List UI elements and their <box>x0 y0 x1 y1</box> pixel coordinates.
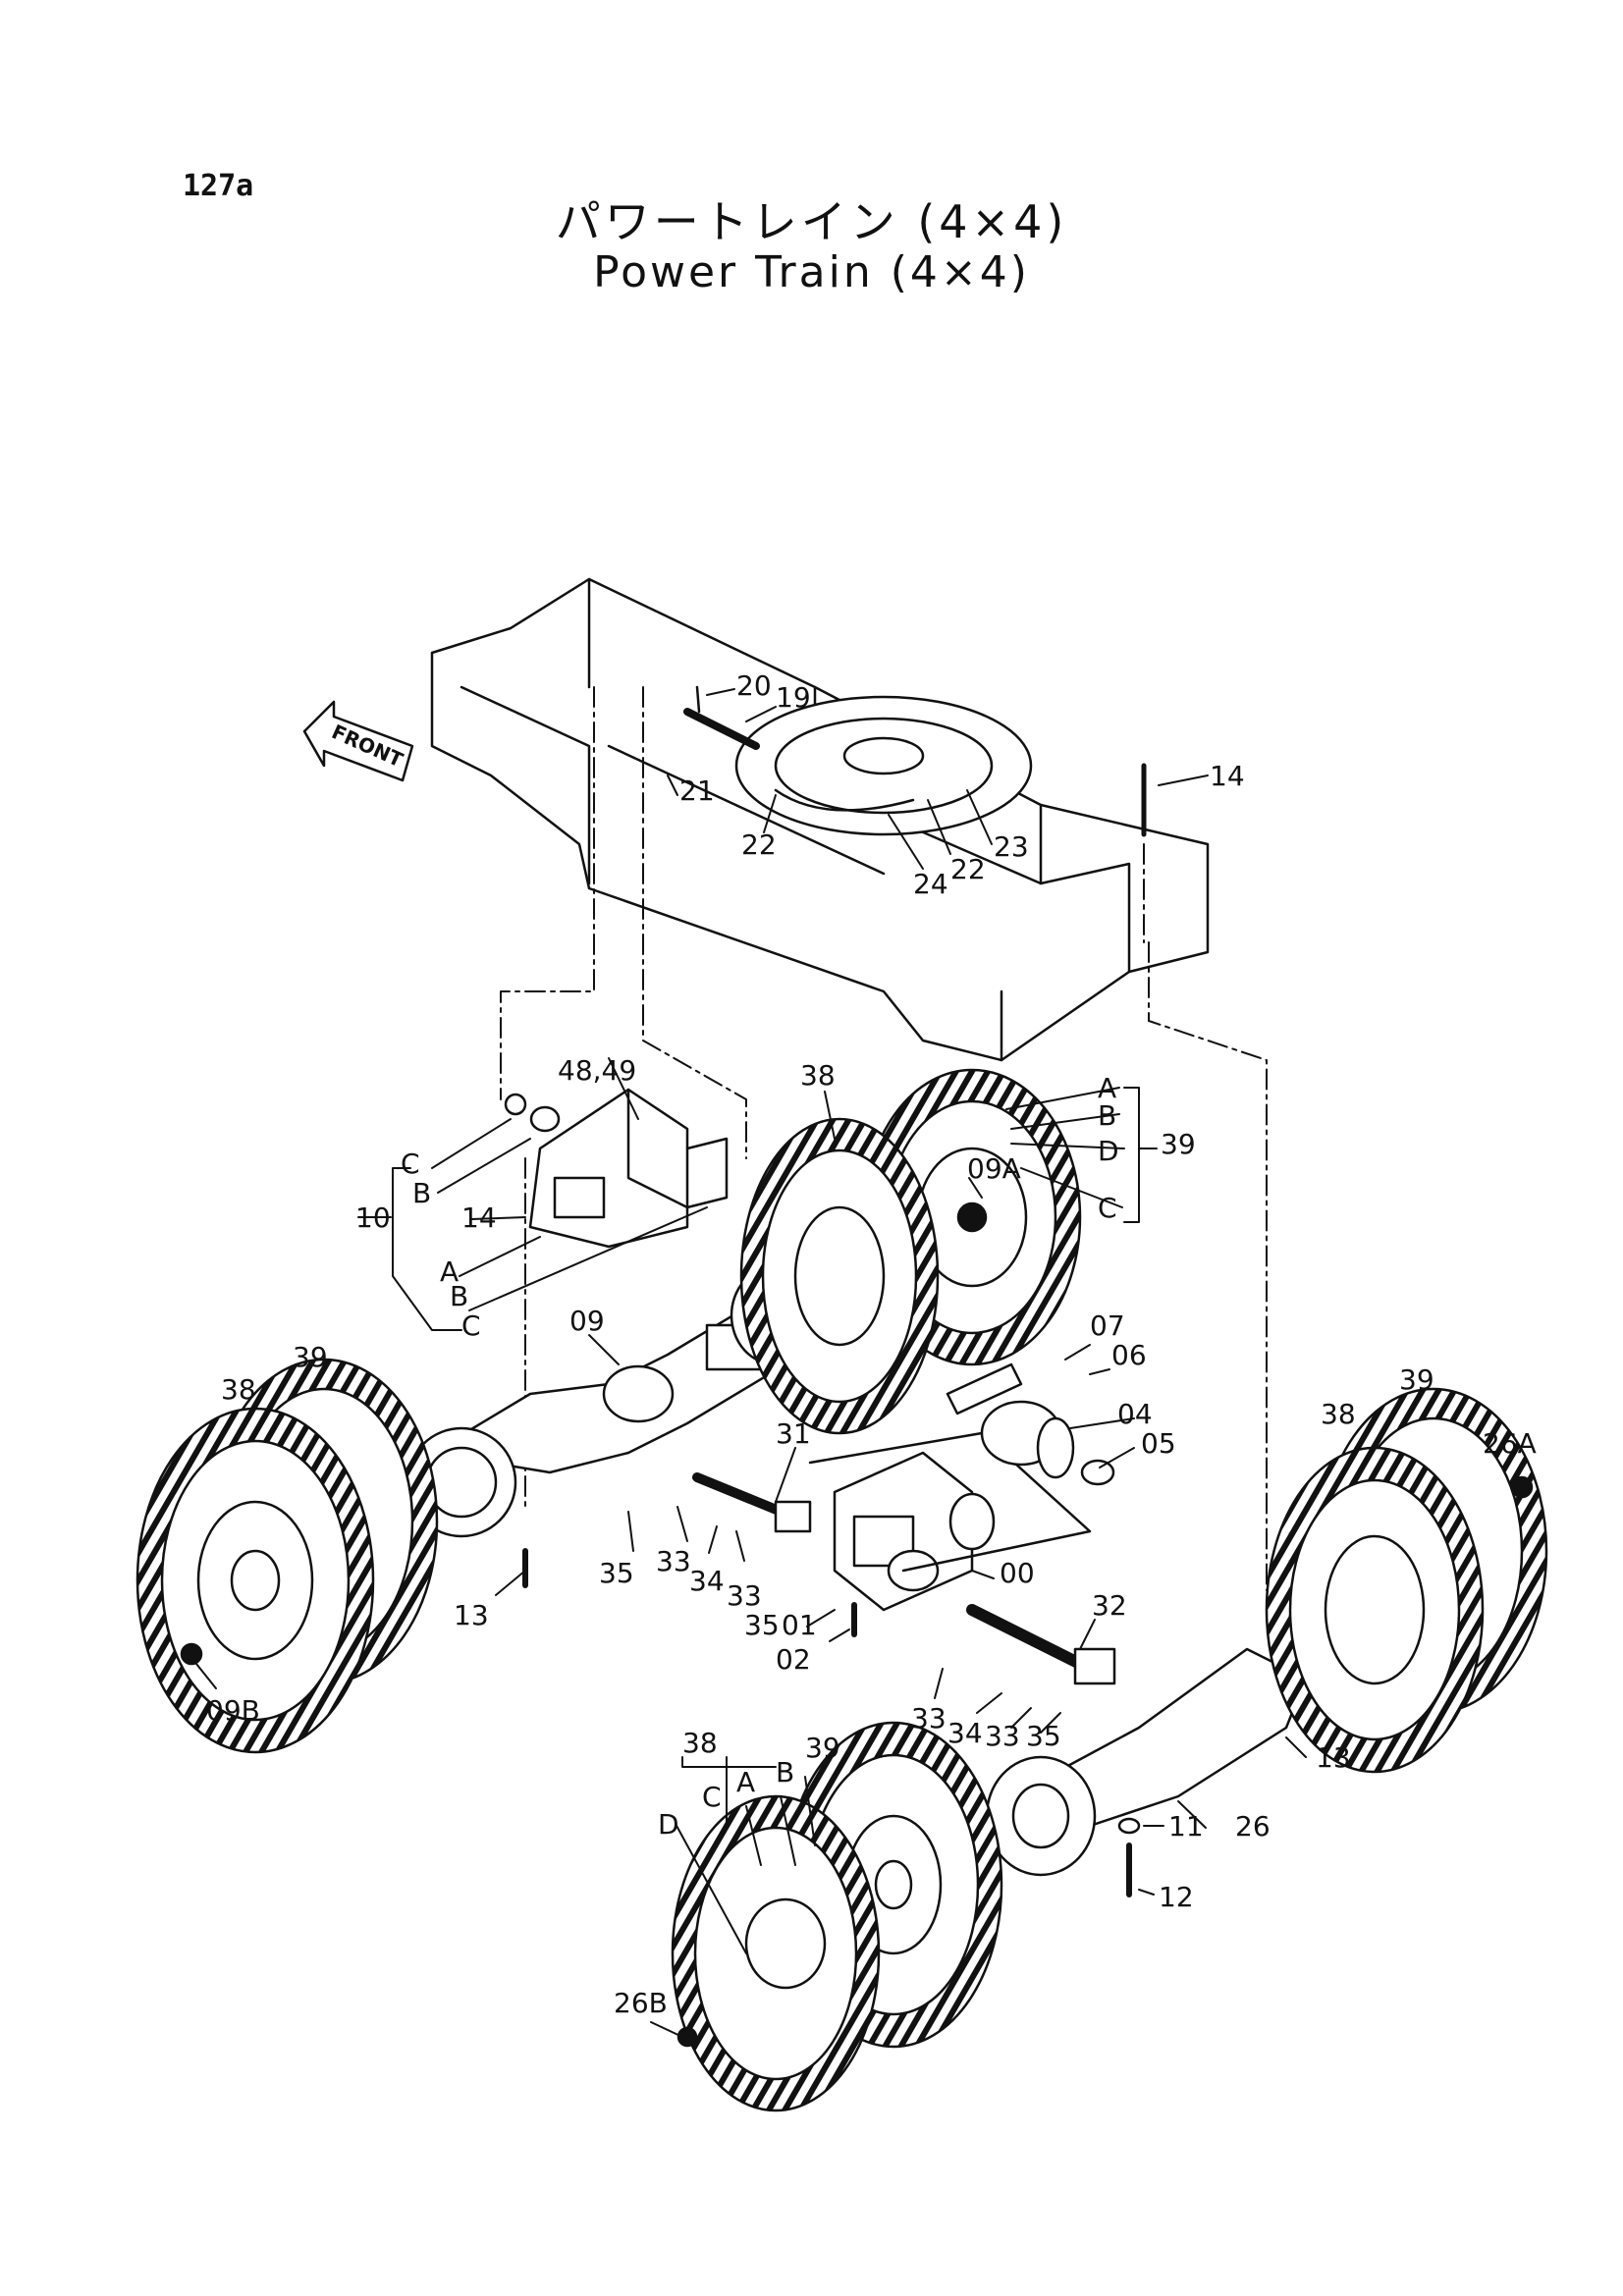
nut-26a <box>1510 1475 1534 1499</box>
callout: 14 <box>461 1201 497 1234</box>
callout: 20 <box>736 669 772 702</box>
callout: 31 <box>776 1417 811 1450</box>
callout: 38 <box>800 1059 836 1092</box>
callout: 12 <box>1159 1881 1194 1913</box>
callout: 13 <box>454 1599 489 1631</box>
nut-09b <box>180 1642 203 1666</box>
callout: B <box>776 1756 794 1789</box>
front-direction-arrow <box>302 700 414 782</box>
callout: 35 <box>744 1609 780 1641</box>
callout: 39 <box>293 1341 328 1373</box>
callout: B <box>450 1280 468 1312</box>
callout: 09A <box>967 1152 1021 1185</box>
pipe-line <box>774 788 915 812</box>
callout: D <box>1098 1135 1119 1167</box>
turntable-ring <box>734 695 1033 836</box>
callout: 38 <box>221 1373 256 1406</box>
callout: 35 <box>1026 1720 1061 1752</box>
callout: 33 <box>985 1720 1020 1752</box>
callout: 11 <box>1168 1810 1204 1842</box>
callout-leaders <box>195 688 1307 2038</box>
callout: 33 <box>727 1579 762 1612</box>
callout: 23 <box>994 830 1029 863</box>
callout: 01 <box>782 1609 817 1641</box>
callout: 35 <box>599 1557 634 1589</box>
callout: A <box>1098 1072 1116 1104</box>
page-title-english: Power Train (4×4) <box>593 247 1030 297</box>
universal-joint-31 <box>774 1500 812 1533</box>
callout: 04 <box>1117 1398 1153 1430</box>
callout: 48,49 <box>558 1054 636 1087</box>
nut-26b <box>676 2026 698 2048</box>
callout: C <box>702 1781 722 1813</box>
pivot-bracket-10 <box>504 1088 729 1249</box>
callout: A <box>440 1255 459 1288</box>
tire-38-rear-left <box>671 1794 881 2112</box>
universal-joint-32 <box>1073 1647 1116 1685</box>
tire-38-rear-right <box>1265 1446 1485 1774</box>
callout: 09 <box>569 1305 605 1337</box>
callout: B <box>1098 1099 1116 1132</box>
tire-38-front-upper <box>739 1117 940 1435</box>
callout: 39 <box>1161 1128 1196 1160</box>
propeller-shaft-32 <box>966 1604 1096 1675</box>
callout-labels: 20 19 21 22 22 23 24 14 48,49 38 A B D 3… <box>206 669 1537 2019</box>
callout: 33 <box>911 1702 947 1735</box>
callout: 32 <box>1092 1589 1127 1622</box>
callout: C <box>461 1309 481 1342</box>
callout: 34 <box>689 1565 725 1597</box>
page-title-japanese: パワートレイン (4×4) <box>555 195 1068 248</box>
callout: 22 <box>950 853 986 885</box>
callout: 22 <box>741 828 777 861</box>
callout: A <box>736 1766 755 1798</box>
callout: 26A <box>1483 1427 1537 1460</box>
callout: 38 <box>1321 1398 1356 1430</box>
callout: 26 <box>1235 1810 1271 1842</box>
callout: C <box>1098 1192 1117 1224</box>
callout: D <box>658 1808 679 1841</box>
callout: C <box>401 1148 420 1180</box>
callout: 38 <box>682 1727 718 1759</box>
transmission-00 <box>808 1431 1092 1612</box>
callout: 39 <box>1399 1363 1434 1396</box>
callout: 10 <box>355 1201 391 1234</box>
callout: 39 <box>805 1732 840 1764</box>
tire-38-front-left <box>135 1407 375 1754</box>
callout: 13 <box>1316 1741 1351 1774</box>
callout: 33 <box>656 1545 691 1577</box>
bolt-part-20 <box>695 685 701 714</box>
callout: 05 <box>1141 1427 1176 1460</box>
callout: 21 <box>679 774 715 807</box>
callout: 02 <box>776 1643 811 1676</box>
callout: 26B <box>614 1987 668 2019</box>
callout: 09B <box>206 1694 260 1727</box>
callout: 34 <box>947 1717 983 1749</box>
washer-part-11 <box>1117 1817 1141 1835</box>
callout: B <box>412 1177 431 1209</box>
shaft-part-19 <box>683 708 760 750</box>
callout: 19 <box>776 681 811 714</box>
page-number: 127a <box>183 169 254 203</box>
callout: 24 <box>913 868 948 900</box>
callout: 14 <box>1210 760 1245 792</box>
callout: 00 <box>1000 1557 1035 1589</box>
callout: 06 <box>1111 1339 1147 1371</box>
callout: 07 <box>1090 1309 1125 1342</box>
hydraulic-motor-04 <box>946 1362 1115 1486</box>
